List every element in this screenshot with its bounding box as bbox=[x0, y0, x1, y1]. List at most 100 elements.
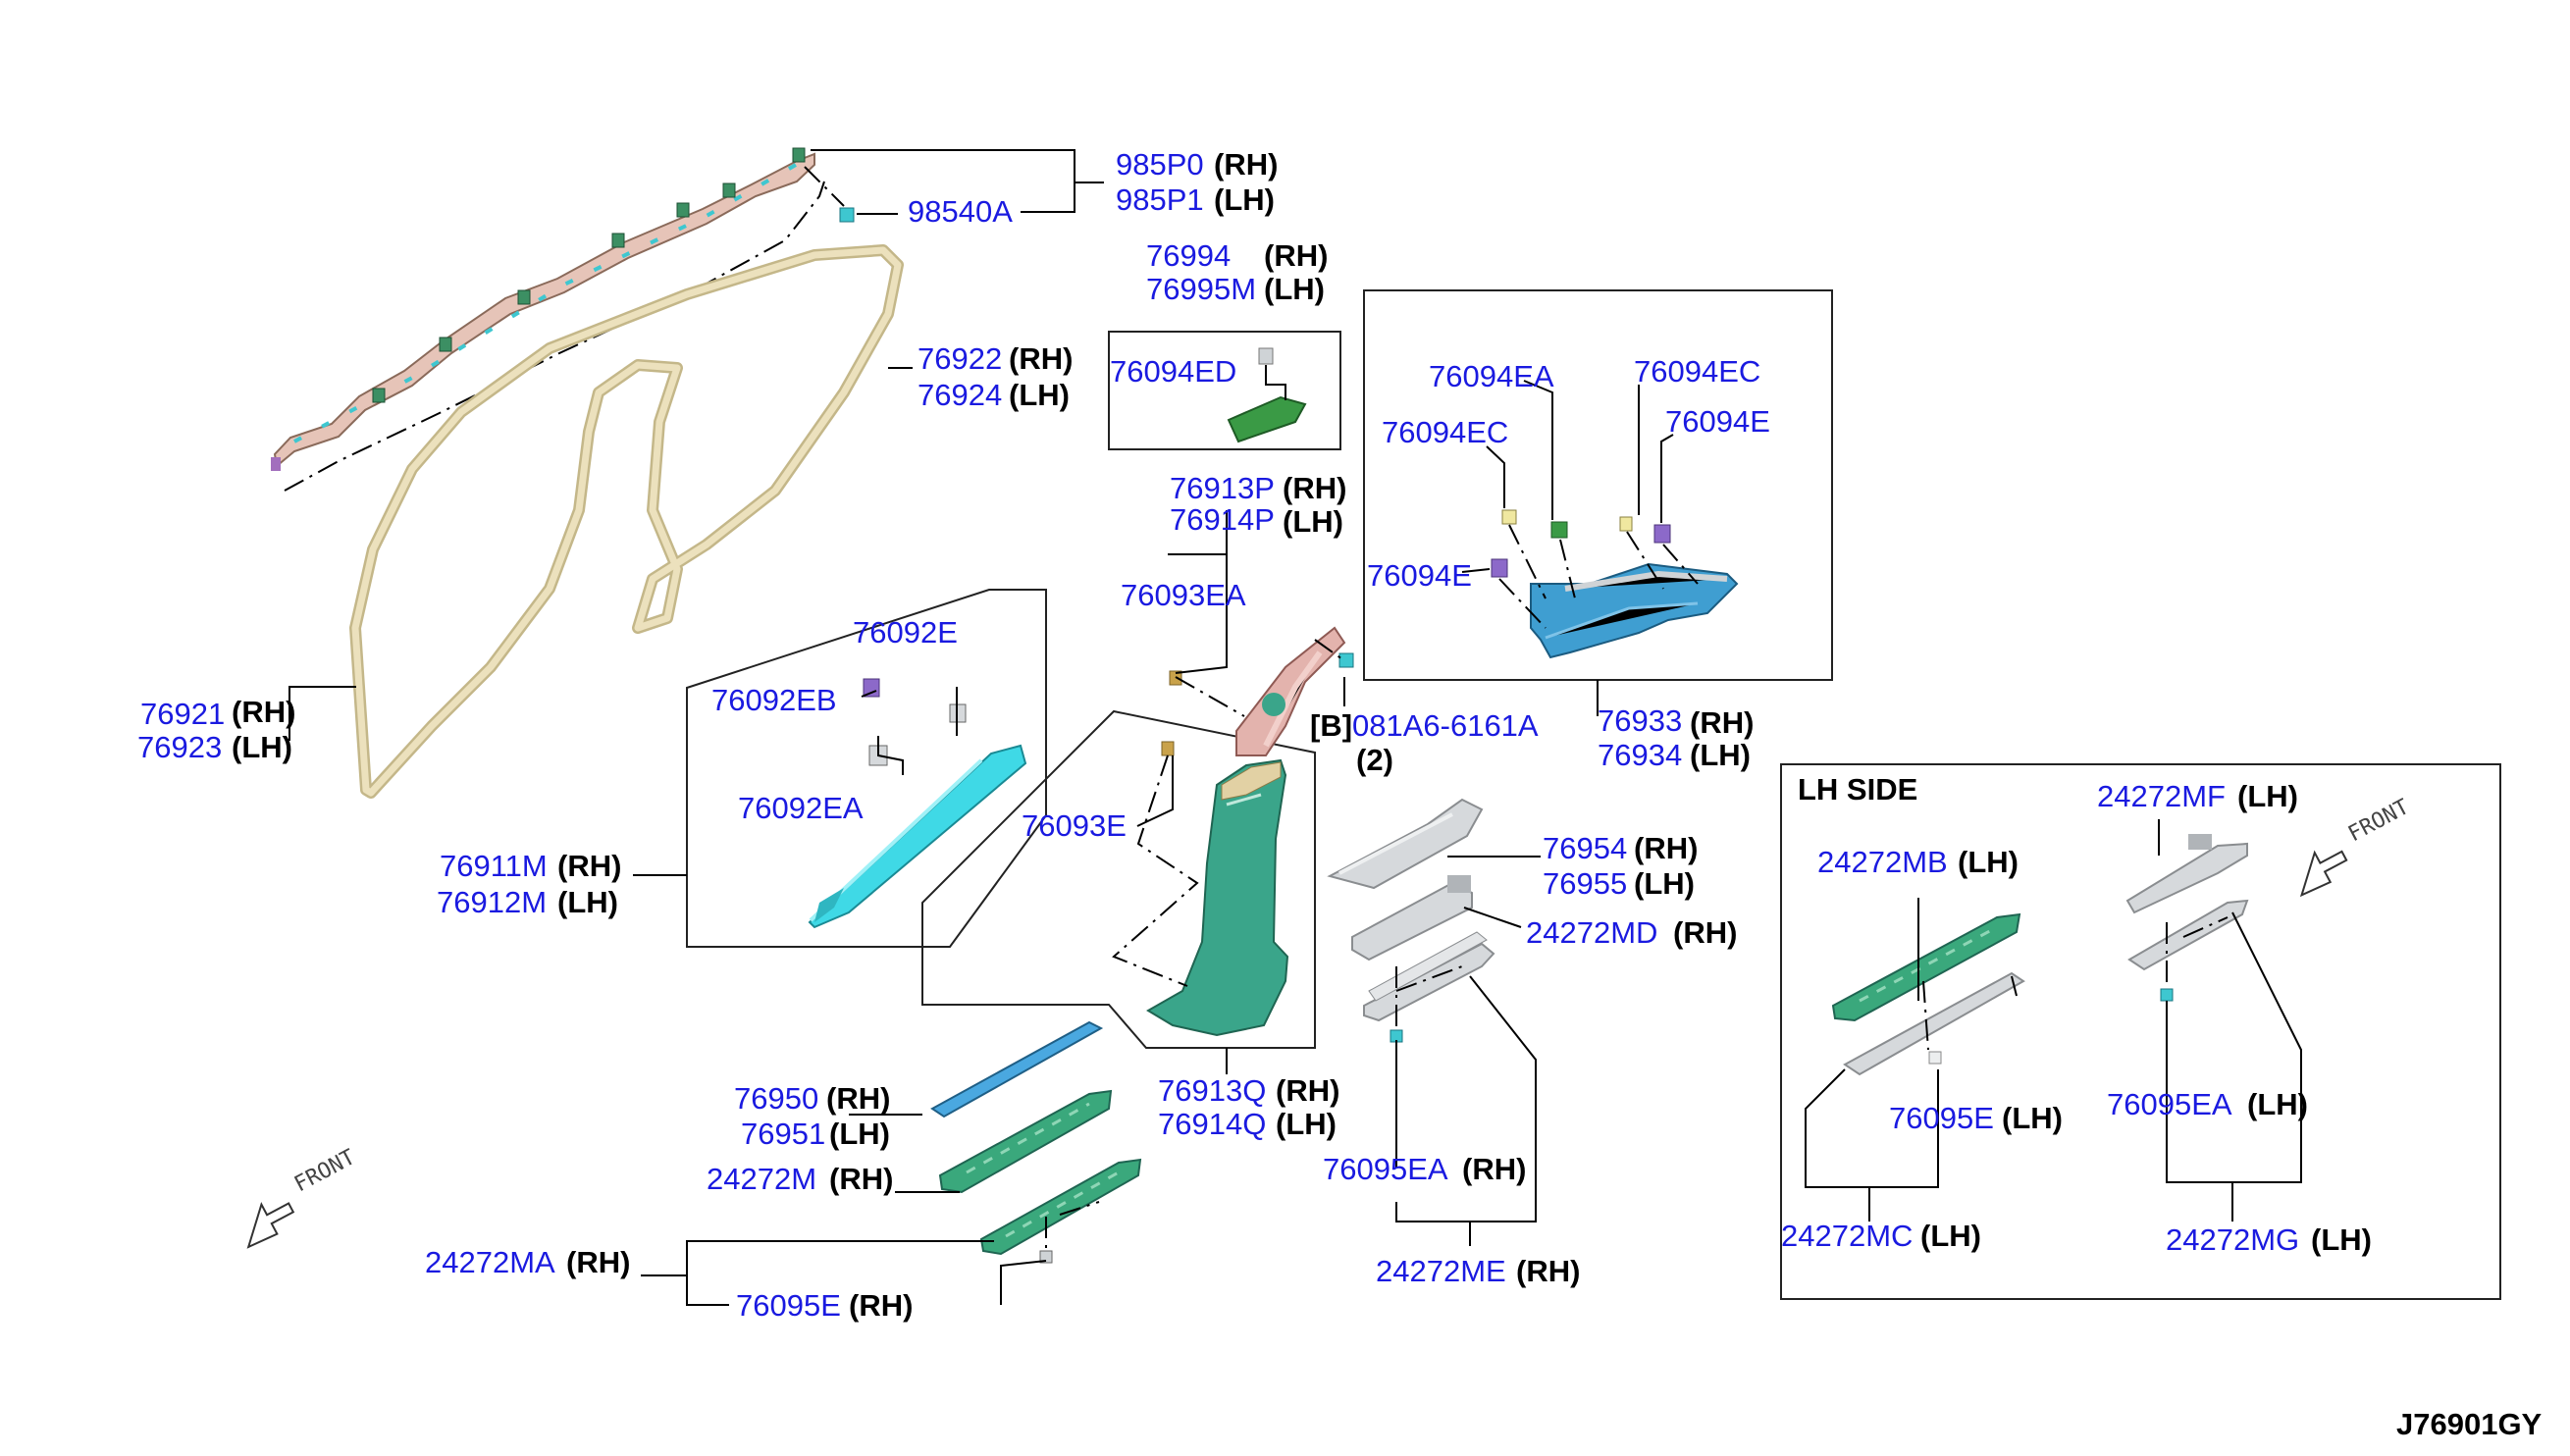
label-76094EA: 76094EA bbox=[1429, 359, 1554, 393]
label-76950: 76950(RH) bbox=[734, 1081, 890, 1116]
diagram-id: J76901GY bbox=[2396, 1407, 2543, 1441]
text-p76923: 76923 bbox=[137, 730, 222, 764]
text-p76094e-a: 76094E bbox=[1665, 404, 1770, 439]
label-lh-76095EA: 76095EA(LH) bbox=[2107, 1087, 2308, 1121]
airbag-end-cap bbox=[271, 457, 281, 471]
weatherstrip-body bbox=[349, 244, 904, 799]
text-p76922: 76922 bbox=[918, 341, 1002, 376]
text-lh: (LH) bbox=[2311, 1222, 2372, 1257]
text-p24272mf: 24272MF bbox=[2097, 779, 2226, 813]
text-lh: (LH) bbox=[1283, 504, 1343, 539]
part-c-pillar bbox=[1530, 562, 1739, 659]
text-p76934: 76934 bbox=[1598, 738, 1682, 772]
text-p76913q: 76913Q bbox=[1158, 1073, 1266, 1108]
airbag-anchor-dashline bbox=[284, 181, 825, 492]
box-b-pillar bbox=[921, 709, 1316, 1049]
clip-76092EB bbox=[863, 678, 880, 698]
label-76934: 76934(LH) bbox=[1598, 738, 1751, 772]
text-lh: (LH) bbox=[1009, 378, 1070, 412]
text-p76955: 76955 bbox=[1543, 866, 1627, 901]
label-76994: 76994(RH) bbox=[1146, 238, 1328, 273]
text-p76914q: 76914Q bbox=[1158, 1107, 1266, 1141]
front-label-left: FRONT bbox=[290, 1145, 359, 1197]
label-76094E-b: 76094E bbox=[1367, 558, 1472, 593]
text-p76995m: 76995M bbox=[1146, 272, 1256, 306]
clip-lh-76095E bbox=[1928, 1051, 1942, 1065]
text-p985p1: 985P1 bbox=[1116, 182, 1204, 217]
label-24272M: 24272M(RH) bbox=[707, 1162, 893, 1196]
label-76093EA: 76093EA bbox=[1121, 578, 1246, 612]
text-p76092ea: 76092EA bbox=[738, 791, 864, 825]
text-p24272mc: 24272MC bbox=[1781, 1219, 1913, 1253]
text-p24272me: 24272ME bbox=[1376, 1254, 1506, 1288]
airbag-clips bbox=[372, 147, 806, 403]
part-a-pillar-finisher bbox=[808, 744, 1027, 929]
text-lh: (LH) bbox=[232, 730, 292, 764]
label-76913Q: 76913Q (RH) bbox=[1158, 1073, 1339, 1108]
lh-mb-dash bbox=[1922, 975, 2018, 1051]
leader-lines bbox=[288, 149, 2302, 1306]
text-rh: (RH) bbox=[826, 1081, 890, 1116]
label-76913P: 76913P(RH) bbox=[1170, 471, 1346, 505]
front-arrow-left: FRONT bbox=[246, 1145, 359, 1249]
label-76951: 76951(LH) bbox=[741, 1117, 890, 1151]
label-76094ED: 76094ED bbox=[1110, 354, 1236, 389]
label-24272MD: 24272MD(RH) bbox=[1526, 915, 1737, 950]
text-p76092e: 76092E bbox=[853, 615, 958, 650]
box-lh-side bbox=[1780, 763, 2501, 1300]
text-rh: (RH) bbox=[849, 1288, 913, 1323]
text-p76093e: 76093E bbox=[1022, 808, 1127, 843]
text-lh: (LH) bbox=[2002, 1101, 2063, 1135]
box-a-pillar bbox=[686, 589, 1047, 948]
bolt-081A6 bbox=[1338, 652, 1354, 668]
label-76911M: 76911M (RH) bbox=[440, 849, 621, 883]
clip-76093E bbox=[1161, 741, 1175, 756]
text-lh: (LH) bbox=[1958, 845, 2019, 879]
label-76914P: 76914P(LH) bbox=[1170, 502, 1343, 539]
text-rh: (RH) bbox=[1214, 147, 1278, 182]
label-081A6: [B] 081A6-6161A (2) bbox=[1310, 708, 1539, 777]
label-76093E: 76093E bbox=[1022, 808, 1127, 843]
text-p76094e-b: 76094E bbox=[1367, 558, 1472, 593]
bolt-081A6-lead bbox=[1314, 639, 1343, 660]
text-lh: (LH) bbox=[557, 885, 618, 919]
box-76094ED bbox=[1108, 331, 1341, 450]
text-lh: (LH) bbox=[829, 1117, 890, 1151]
text-rh: (RH) bbox=[1276, 1073, 1339, 1108]
part-sill-bracket-24272MD bbox=[1351, 875, 1473, 962]
part-sill-24272M bbox=[938, 1089, 1113, 1194]
label-76954: 76954(RH) bbox=[1543, 831, 1698, 865]
text-rh: (RH) bbox=[1283, 471, 1346, 505]
part-lh-kick-24272MF bbox=[2125, 834, 2248, 914]
text-p76950: 76950 bbox=[734, 1081, 818, 1116]
label-76095E: 76095E(RH) bbox=[736, 1288, 913, 1323]
a-pillar-clip-leads bbox=[877, 687, 958, 775]
part-sill-24272MA bbox=[979, 1158, 1142, 1256]
label-76955: 76955(LH) bbox=[1543, 866, 1695, 901]
lh-mg-dash bbox=[2166, 916, 2229, 986]
front-label-right: FRONT bbox=[2344, 795, 2413, 847]
text-p76094ea: 76094EA bbox=[1429, 359, 1554, 393]
label-76095EA: 76095EA (RH) bbox=[1323, 1152, 1526, 1186]
text-p76912m: 76912M bbox=[437, 885, 547, 919]
text-p76914p: 76914P bbox=[1170, 502, 1275, 537]
label-76094E-a: 76094E bbox=[1665, 404, 1770, 439]
label-76094EC-a: 76094EC bbox=[1634, 354, 1760, 389]
label-76912M: 76912M (LH) bbox=[437, 885, 618, 919]
text-rh: (RH) bbox=[1264, 238, 1328, 273]
text-p98540a: 98540A bbox=[908, 194, 1013, 229]
part-sill-bracket-24272ME bbox=[1363, 931, 1495, 1022]
text-p24272m: 24272M bbox=[707, 1162, 816, 1196]
part-b-pillar-lower bbox=[1146, 758, 1289, 1037]
text-rh: (RH) bbox=[1462, 1152, 1526, 1186]
text-rh: (RH) bbox=[232, 695, 295, 729]
text-p24272mb: 24272MB bbox=[1817, 845, 1948, 879]
text-p081a6: 081A6-6161A bbox=[1352, 708, 1539, 743]
airbag-bolt-dashline bbox=[804, 166, 845, 207]
text-p76911m: 76911M bbox=[440, 849, 548, 883]
text-lh: (LH) bbox=[1634, 866, 1695, 901]
text-rh: (RH) bbox=[557, 849, 621, 883]
text-p76913p: 76913P bbox=[1170, 471, 1275, 505]
text-p76095ea: 76095EA bbox=[1323, 1152, 1448, 1186]
